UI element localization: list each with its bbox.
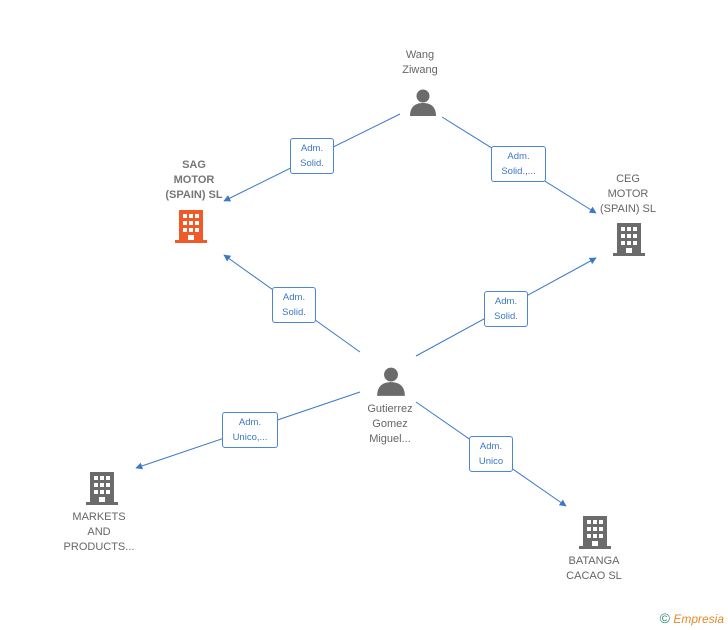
empresia-watermark: © Empresia xyxy=(660,610,724,626)
building-icon[interactable] xyxy=(579,514,611,550)
sag-motor-label: SAG MOTOR (SPAIN) SL xyxy=(165,159,223,201)
batanga-cacao-label: BATANGA CACAO SL xyxy=(566,555,622,582)
gutierrez-gomez-label: Gutierrez Gomez Miguel... xyxy=(367,403,413,445)
copyright-symbol: © xyxy=(659,610,670,626)
building-icon[interactable] xyxy=(86,470,118,506)
edge-label-gut-markets[interactable]: Adm. Unico,... xyxy=(222,412,278,448)
edge-label-gut-ceg[interactable]: Adm. Solid. xyxy=(484,291,528,327)
building-icon[interactable] xyxy=(175,208,207,244)
markets-and-products-label: MARKETS AND PRODUCTS... xyxy=(63,511,135,553)
wang-ziwang-label: Wang Ziwang xyxy=(402,49,438,76)
building-icon[interactable] xyxy=(613,221,645,257)
edge-label-wang-sag[interactable]: Adm. Solid. xyxy=(290,138,334,174)
edge-label-gut-batanga[interactable]: Adm. Unico xyxy=(469,436,513,472)
edge-label-gut-sag[interactable]: Adm. Solid. xyxy=(272,287,316,323)
ceg-motor-label: CEG MOTOR (SPAIN) SL xyxy=(599,173,657,215)
empresia-logo: Empresia xyxy=(673,612,724,626)
person-icon[interactable] xyxy=(375,365,407,397)
person-icon[interactable] xyxy=(408,87,438,117)
edge-label-wang-ceg[interactable]: Adm. Solid.,... xyxy=(491,146,546,182)
